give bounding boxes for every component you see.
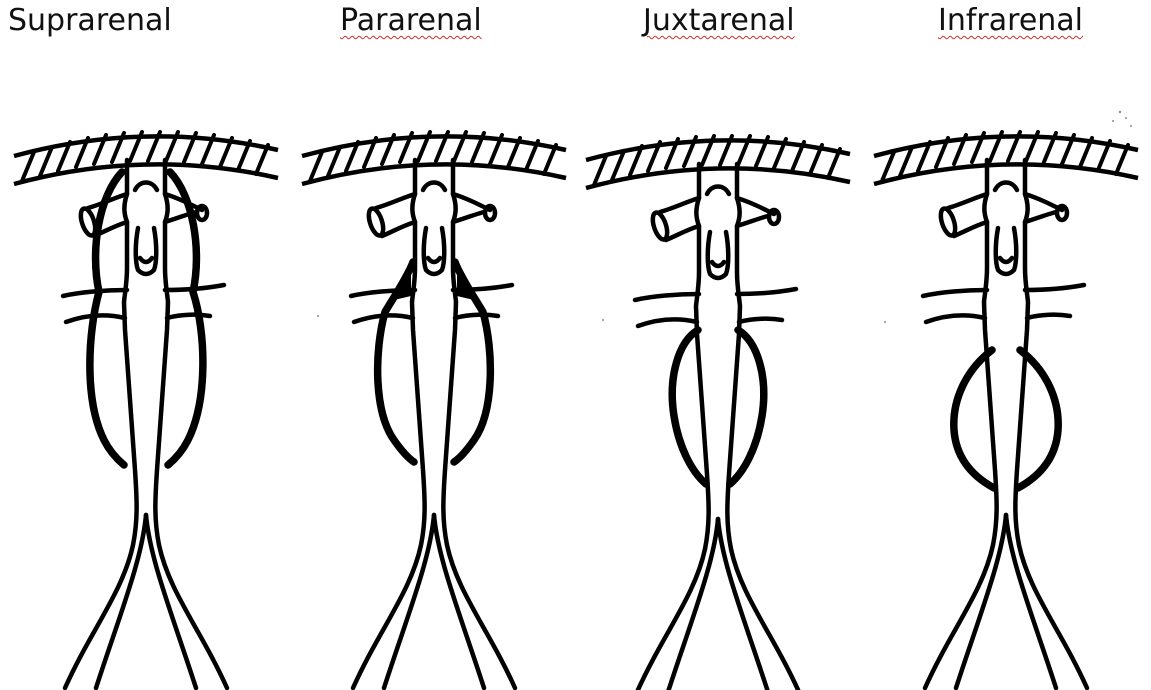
panel-suprarenal bbox=[14, 132, 278, 688]
aneurysm-sac-infrarenal bbox=[954, 350, 1058, 488]
aneurysm-sac-pararenal bbox=[378, 262, 491, 462]
aneurysm-sac-juxtarenal bbox=[672, 330, 763, 484]
panel-pararenal bbox=[302, 132, 566, 688]
panel-infrarenal bbox=[874, 132, 1138, 688]
panel-juxtarenal bbox=[586, 136, 850, 690]
